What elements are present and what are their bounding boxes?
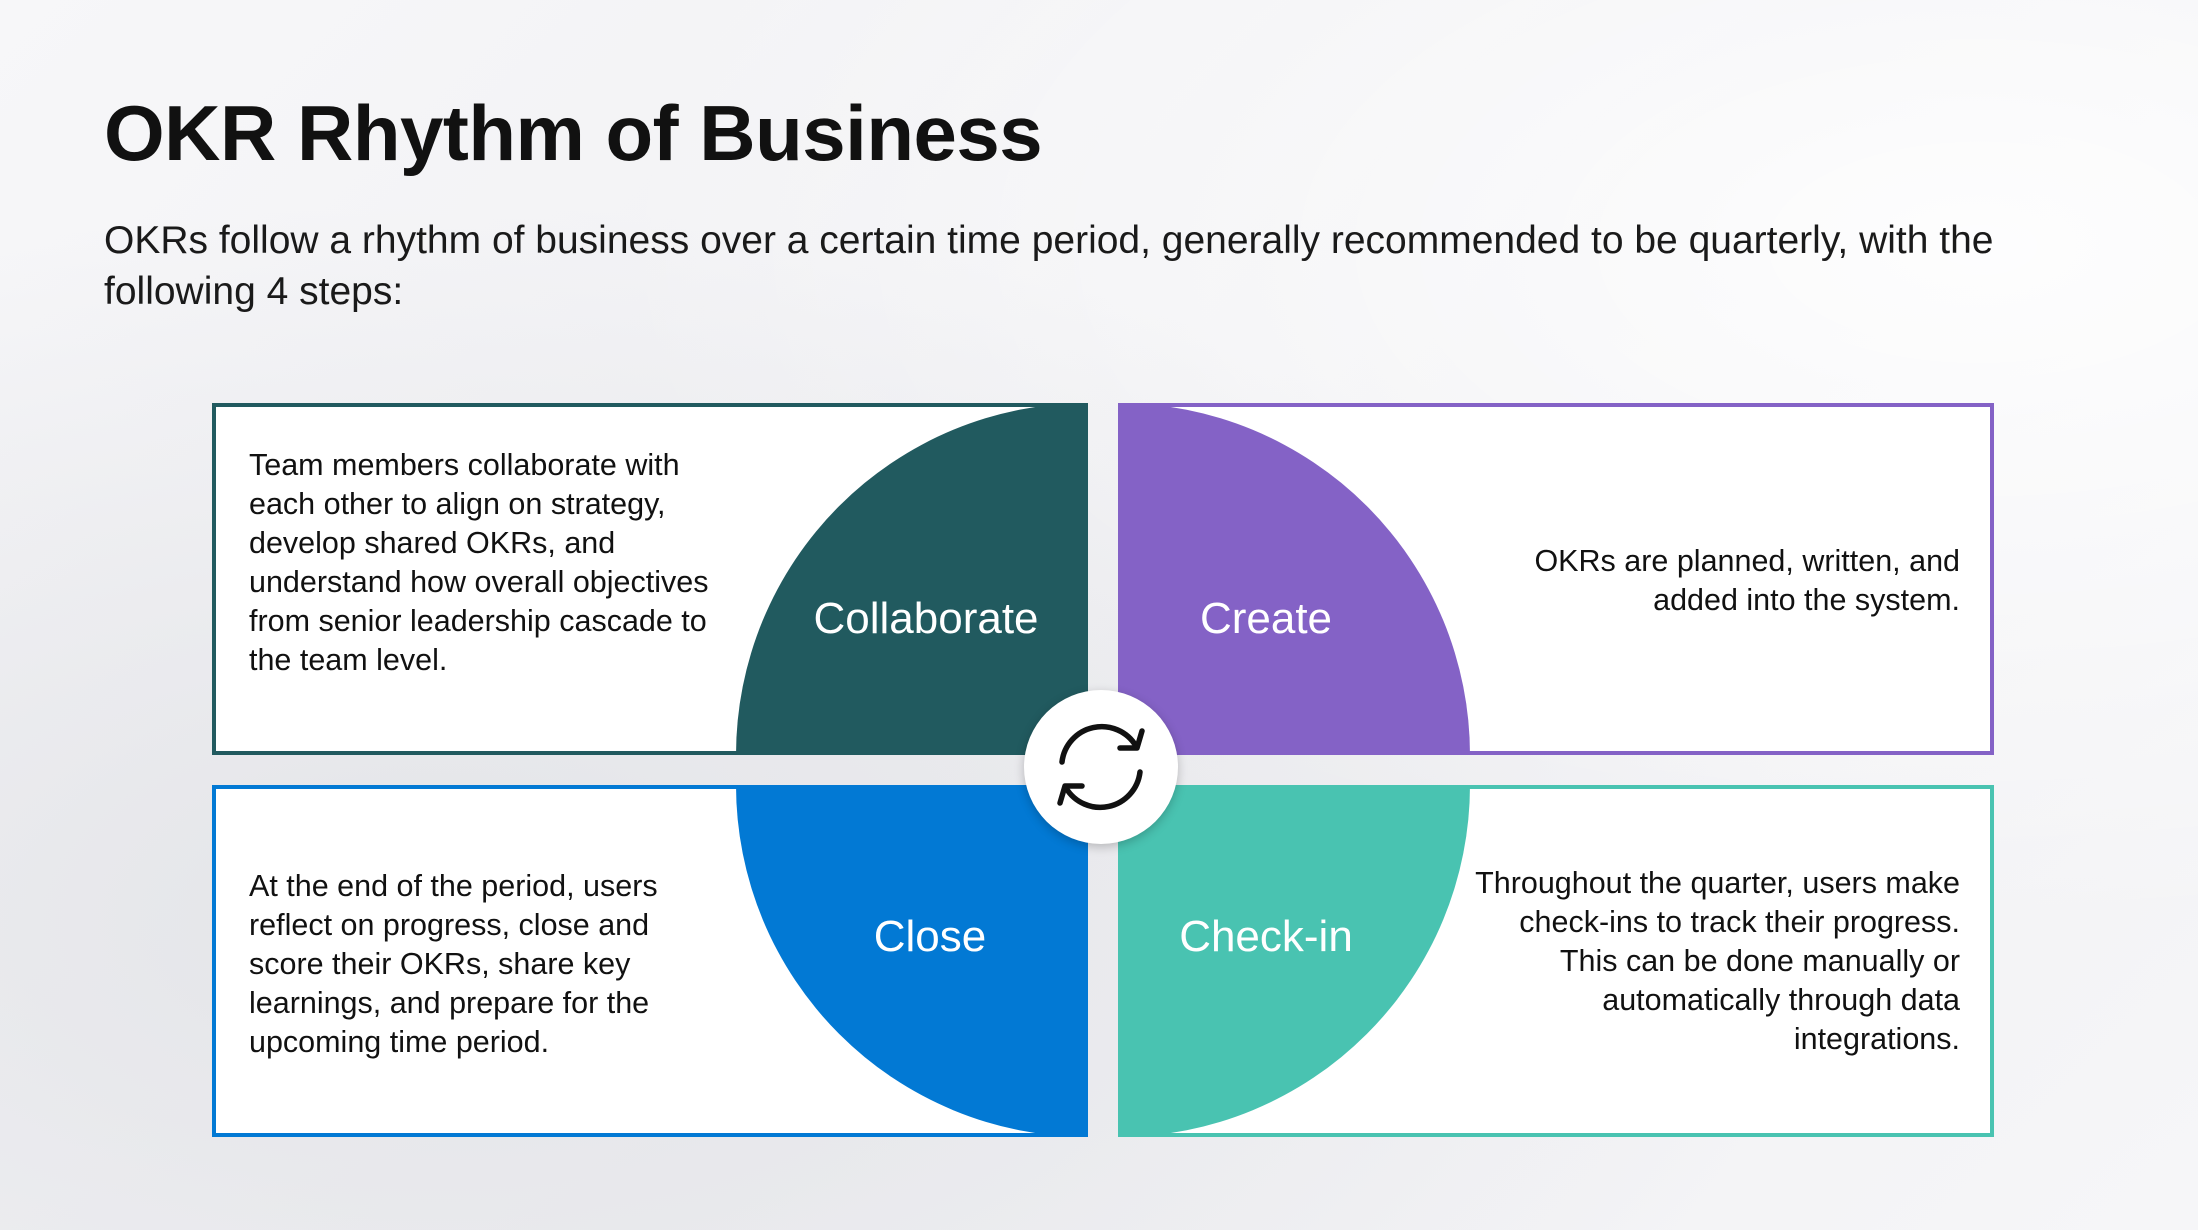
checkin-label: Check-in: [1179, 912, 1353, 961]
refresh-cycle-icon: [1057, 723, 1145, 811]
create-label: Create: [1199, 594, 1333, 643]
checkin-description: Throughout the quarter, users make check…: [1475, 866, 1960, 1056]
collaborate-label: Collaborate: [813, 594, 1039, 643]
close-quadrant: [736, 785, 1088, 1137]
page-subtitle: OKRs follow a rhythm of business over a …: [104, 219, 1994, 313]
close-description: At the end of the period, users reflect …: [249, 869, 658, 1059]
close-label: Close: [873, 912, 987, 961]
create-description: OKRs are planned, written, and added int…: [1534, 544, 1960, 617]
center-hub: [1024, 690, 1178, 844]
collaborate-description: Team members collaborate with each other…: [249, 448, 709, 677]
create-quadrant: [1118, 403, 1470, 755]
collaborate-quadrant: [736, 403, 1088, 755]
page-title: OKR Rhythm of Business: [104, 89, 1043, 177]
checkin-quadrant: [1118, 785, 1470, 1137]
